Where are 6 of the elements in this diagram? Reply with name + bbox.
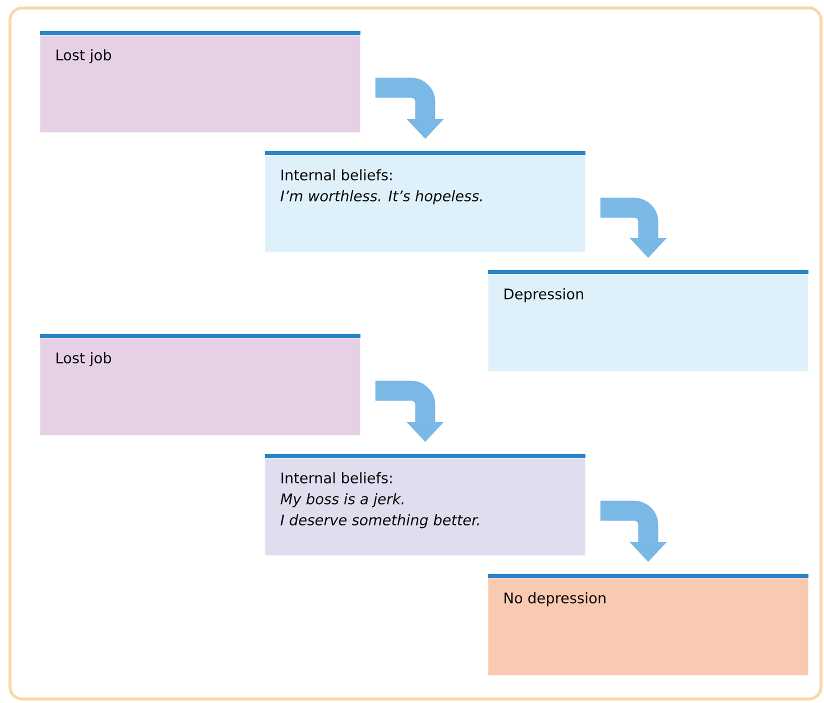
process-box: Lost job [40,334,360,436]
process-box: Internal beliefs: I’m worthless. It’s hopeless. [265,151,586,252]
process-box: Lost job [40,31,360,132]
process-box: Internal beliefs: My boss is a jerk. I deserve something better. [265,454,586,556]
process-box: Depression [488,270,808,372]
process-box: No depression [488,574,808,676]
